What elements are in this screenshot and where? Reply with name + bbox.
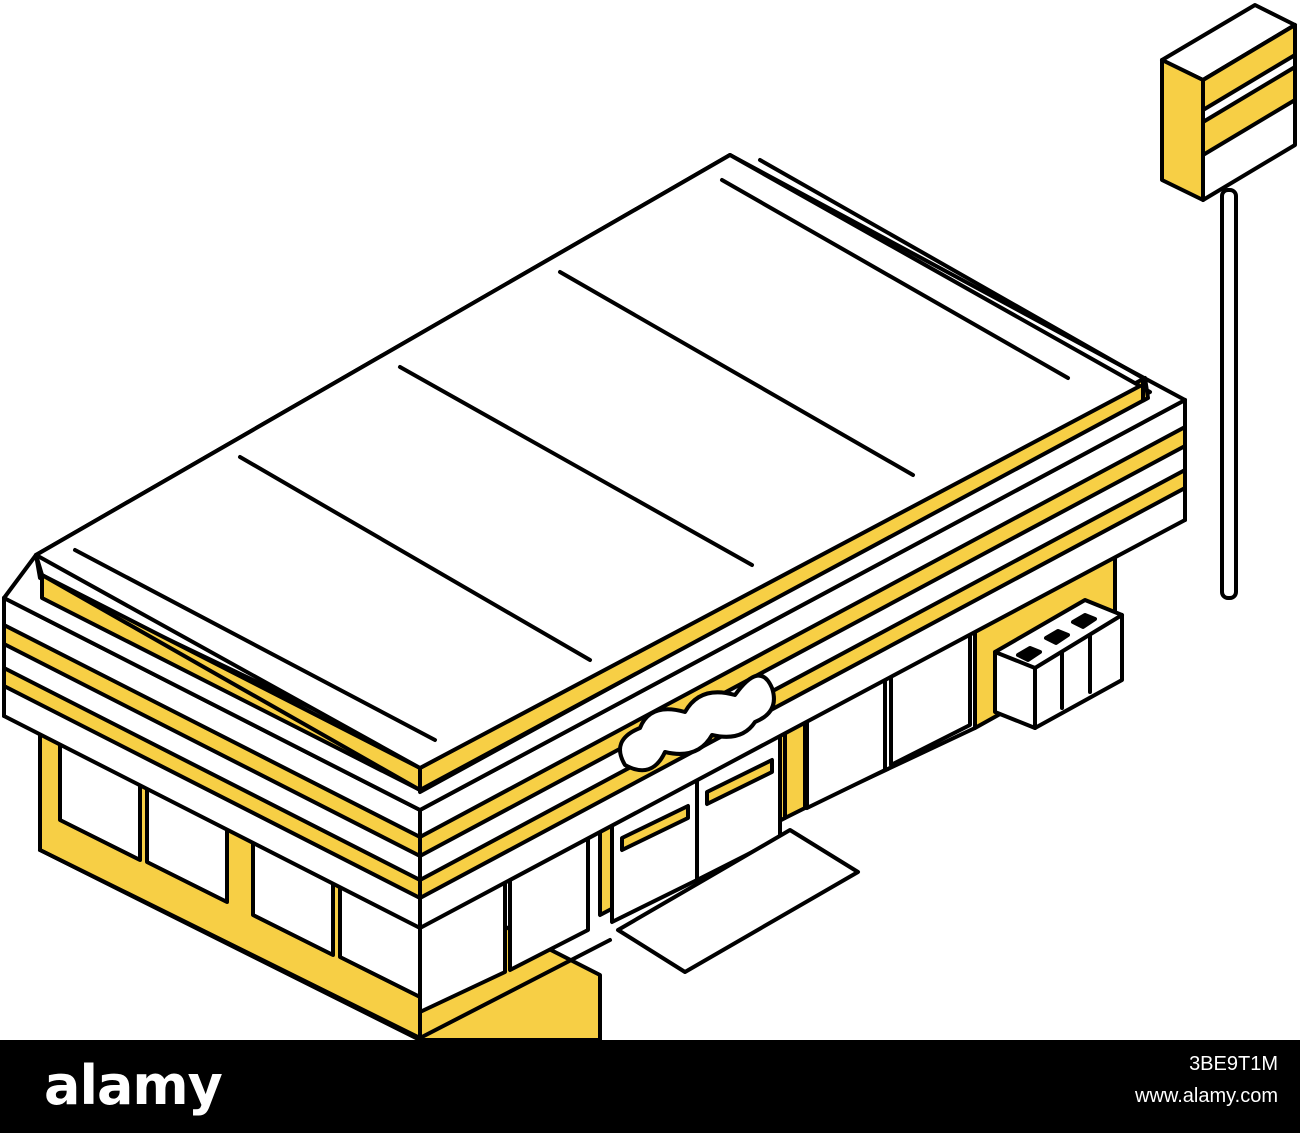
roof <box>2 153 1187 930</box>
image-id-label: 3BE9T1M <box>1189 1053 1278 1075</box>
store-illustration <box>2 3 1297 1040</box>
roof-seam <box>238 455 592 662</box>
roof-seam <box>558 270 915 477</box>
footer-bar <box>0 1040 1300 1133</box>
store-sign <box>618 673 776 773</box>
roof-seam <box>73 548 437 742</box>
entrance <box>598 698 860 974</box>
roof-seam <box>720 178 1070 380</box>
alamy-logo: alamy <box>44 1054 223 1117</box>
site-url-label: www.alamy.com <box>1135 1085 1278 1107</box>
pole-sign <box>1160 3 1297 600</box>
recycle-bins <box>993 598 1124 730</box>
roof-seam <box>398 365 754 567</box>
entrance-mat <box>616 828 860 974</box>
